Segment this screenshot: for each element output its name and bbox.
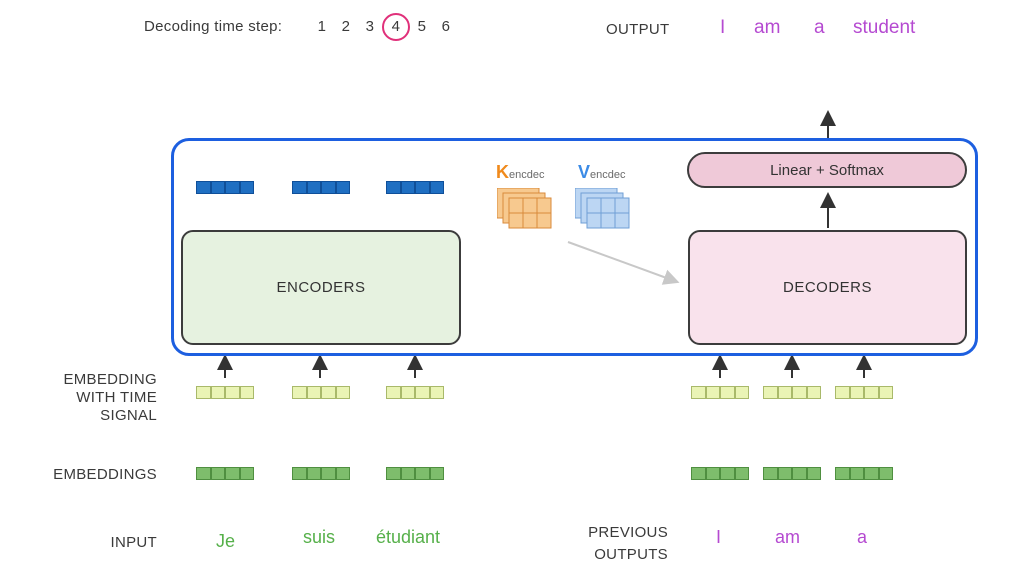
label-line: OUTPUTS [594,546,668,563]
k-encdec-label: Kencdec [496,162,544,183]
output-label: OUTPUT [606,21,670,38]
k-letter: K [496,162,509,182]
embedding-time-signal-label: EMBEDDING WITH TIME SIGNAL [20,371,157,425]
time-signal-vector [292,386,350,399]
label-line: PREVIOUS [588,524,668,541]
output-word: a [814,17,825,38]
input-word: Je [216,531,236,551]
embedding-vector [386,467,444,480]
v-letter: V [578,162,591,182]
arrow-kv-to-decoder [567,241,680,285]
label-line: SIGNAL [100,407,157,424]
previous-output-word: a [857,527,868,547]
previous-output-word: I [716,527,722,547]
encoder-output-vector [386,181,444,194]
embeddings-label: EMBEDDINGS [53,466,157,483]
decoders-box: DECODERS [688,230,967,345]
v-subscript: encdec [590,169,626,181]
output-word: I [720,17,726,38]
v-matrix-icon [575,188,630,229]
model-container [171,138,978,356]
embedding-vector [196,467,254,480]
embedding-vector [691,467,749,480]
k-subscript: encdec [509,169,545,181]
time-signal-vector [835,386,893,399]
previous-output-word: am [775,527,801,547]
time-step: 3 [365,18,375,35]
encoders-box: ENCODERS [181,230,461,345]
time-step-list: 1 2 3 4 5 6 [310,13,458,41]
previous-outputs-label: PREVIOUS OUTPUTS [540,522,668,566]
time-signal-vector [763,386,821,399]
time-step: 6 [441,18,451,35]
v-encdec-label: Vencdec [578,162,626,183]
output-word: am [754,17,781,38]
linear-softmax-box: Linear + Softmax [687,152,967,188]
label-line: EMBEDDING [63,371,157,388]
input-word: étudiant [376,527,441,547]
label-line: WITH TIME [76,389,157,406]
embedding-vector [763,467,821,480]
embedding-vector [292,467,350,480]
time-signal-vector [196,386,254,399]
time-signal-vector [691,386,749,399]
embedding-vector [835,467,893,480]
current-time-step: 4 [382,13,410,41]
time-signal-vector [386,386,444,399]
time-step: 1 [317,18,327,35]
input-word: suis [303,527,336,547]
time-step-label: Decoding time step: [144,18,283,35]
time-step: 2 [341,18,351,35]
encoder-output-vector [292,181,350,194]
output-word: student [853,17,916,38]
input-label: INPUT [110,534,157,551]
k-matrix-icon [497,188,552,229]
time-step: 5 [417,18,427,35]
encoder-output-vector [196,181,254,194]
